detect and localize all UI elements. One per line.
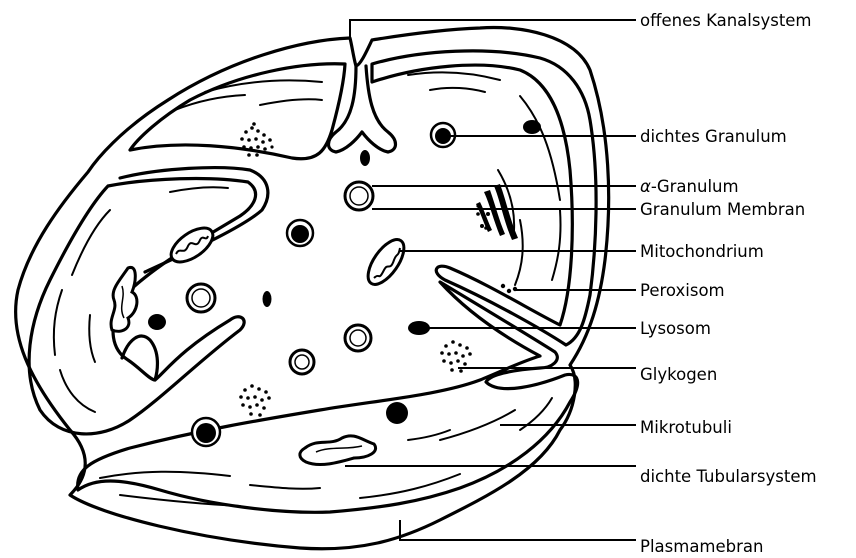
label-mikrotubuli: Mikrotubuli: [640, 418, 732, 437]
label-dichtes-granulum: dichtes Granulum: [640, 127, 787, 146]
label-lysosom: Lysosom: [640, 319, 711, 338]
alpha-granule-1: [345, 182, 373, 210]
plasma-membrane: [16, 27, 609, 548]
alpha-granules: [187, 182, 373, 374]
label-alpha-symbol: α: [640, 177, 651, 196]
alpha-granule-2: [187, 284, 215, 312]
alpha-granule-3: [345, 325, 371, 351]
label-glykogen: Glykogen: [640, 365, 717, 384]
label-alpha-text: -Granulum: [651, 177, 739, 196]
dense-granule-4: [386, 402, 408, 424]
lysosome-3: [263, 291, 272, 307]
mitochondrion-2: [361, 234, 410, 290]
label-alpha-granulum: α-Granulum: [640, 177, 739, 196]
lysosome-1: [523, 120, 541, 134]
lysosome-2: [360, 150, 370, 166]
label-offenes-kanalsystem: offenes Kanalsystem: [640, 11, 812, 30]
label-plasmamebran: Plasmamebran: [640, 537, 763, 556]
dense-tubular-system-2: [300, 436, 376, 465]
dense-granule-3: [192, 418, 220, 446]
dense-tubular-system-1: [111, 267, 137, 331]
lysosome-4: [148, 314, 166, 330]
dense-granule-2: [287, 220, 313, 246]
alpha-granule-4: [290, 350, 314, 374]
mitochondrion-1: [165, 221, 218, 268]
label-mitochondrium: Mitochondrium: [640, 242, 764, 261]
label-peroxisom: Peroxisom: [640, 281, 725, 300]
labels: offenes Kanalsystem dichtes Granulum α-G…: [640, 11, 817, 556]
glycogen-cluster-2: [239, 384, 271, 417]
label-dichte-tubularsystem: dichte Tubularsystem: [640, 467, 817, 486]
label-granulum-membran: Granulum Membran: [640, 200, 805, 219]
granule-membrane-stack: [476, 184, 518, 240]
